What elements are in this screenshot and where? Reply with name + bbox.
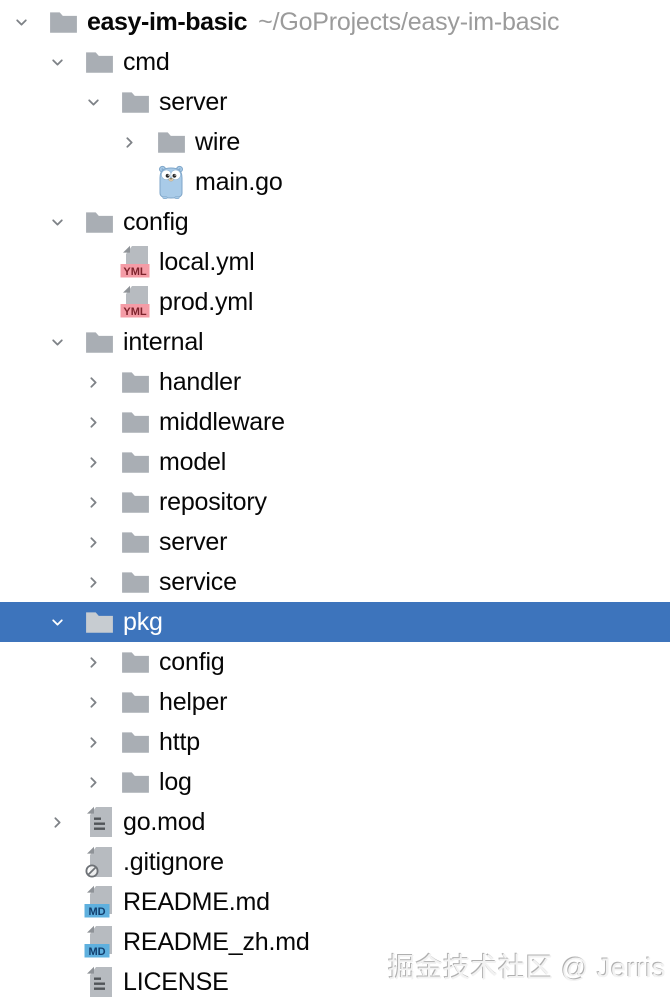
tree-row-label: config: [159, 647, 225, 676]
tree-row-wire[interactable]: wire: [0, 122, 670, 162]
markdown-file-icon: MD: [84, 925, 114, 959]
chevron-down-icon[interactable]: [50, 55, 84, 70]
folder-icon: [120, 490, 150, 514]
tree-row-label: go.mod: [123, 807, 206, 836]
chevron-right-icon[interactable]: [86, 775, 120, 790]
tree-row-internal[interactable]: internal: [0, 322, 670, 362]
tree-row-label: local.yml: [159, 247, 255, 276]
tree-row-label: cmd: [123, 47, 170, 76]
tree-row-label: README.md: [123, 887, 270, 916]
chevron-right-icon[interactable]: [86, 575, 120, 590]
root-path: ~/GoProjects/easy-im-basic: [258, 7, 560, 36]
folder-icon: [84, 210, 114, 234]
tree-row-label: prod.yml: [159, 287, 254, 316]
tree-row-label: internal: [123, 327, 204, 356]
tree-row-go-mod[interactable]: go.mod: [0, 802, 670, 842]
tree-row-label: .gitignore: [123, 847, 224, 876]
tree-row-config[interactable]: config: [0, 642, 670, 682]
folder-icon: [120, 90, 150, 114]
tree-row-server[interactable]: server: [0, 522, 670, 562]
svg-text:YML: YML: [123, 306, 147, 318]
ignored-file-icon: [84, 845, 114, 879]
tree-row-label: log: [159, 767, 192, 796]
svg-text:MD: MD: [88, 906, 105, 918]
chevron-right-icon[interactable]: [86, 495, 120, 510]
tree-row-label: pkg: [123, 607, 163, 636]
tree-row-label: helper: [159, 687, 228, 716]
tree-row-license[interactable]: LICENSE: [0, 962, 670, 1002]
folder-icon: [120, 650, 150, 674]
tree-row-log[interactable]: log: [0, 762, 670, 802]
tree-row-label: middleware: [159, 407, 285, 436]
tree-row-easy-im-basic[interactable]: easy-im-basic ~/GoProjects/easy-im-basic: [0, 2, 670, 42]
tree-row-gitignore[interactable]: .gitignore: [0, 842, 670, 882]
tree-row-model[interactable]: model: [0, 442, 670, 482]
text-file-icon: [84, 965, 114, 999]
chevron-right-icon[interactable]: [122, 135, 156, 150]
tree-row-label: config: [123, 207, 189, 236]
folder-icon: [84, 610, 114, 634]
tree-row-label: easy-im-basic: [87, 7, 248, 36]
tree-row-readme-md[interactable]: MD README.md: [0, 882, 670, 922]
tree-row-cmd[interactable]: cmd: [0, 42, 670, 82]
folder-icon: [120, 370, 150, 394]
tree-row-main-go[interactable]: main.go: [0, 162, 670, 202]
chevron-down-icon[interactable]: [50, 335, 84, 350]
text-file-icon: [84, 805, 114, 839]
folder-icon: [48, 10, 78, 34]
chevron-right-icon[interactable]: [86, 375, 120, 390]
folder-icon: [84, 330, 114, 354]
tree-row-service[interactable]: service: [0, 562, 670, 602]
tree-row-middleware[interactable]: middleware: [0, 402, 670, 442]
folder-icon: [120, 770, 150, 794]
chevron-right-icon[interactable]: [86, 415, 120, 430]
tree-row-server[interactable]: server: [0, 82, 670, 122]
tree-row-config[interactable]: config: [0, 202, 670, 242]
chevron-right-icon[interactable]: [86, 735, 120, 750]
chevron-right-icon[interactable]: [86, 655, 120, 670]
tree-row-label: handler: [159, 367, 241, 396]
tree-row-handler[interactable]: handler: [0, 362, 670, 402]
markdown-file-icon: MD: [84, 885, 114, 919]
tree-row-label: main.go: [195, 167, 283, 196]
folder-icon: [120, 570, 150, 594]
chevron-down-icon[interactable]: [50, 615, 84, 630]
tree-row-pkg[interactable]: pkg: [0, 602, 670, 642]
svg-text:MD: MD: [88, 946, 105, 958]
folder-icon: [120, 410, 150, 434]
tree-row-helper[interactable]: helper: [0, 682, 670, 722]
chevron-right-icon[interactable]: [86, 455, 120, 470]
yaml-file-icon: YML: [120, 245, 150, 279]
tree-row-http[interactable]: http: [0, 722, 670, 762]
tree-row-prod-yml[interactable]: YML prod.yml: [0, 282, 670, 322]
tree-row-label: wire: [195, 127, 241, 156]
tree-row-local-yml[interactable]: YML local.yml: [0, 242, 670, 282]
yaml-file-icon: YML: [120, 285, 150, 319]
chevron-right-icon[interactable]: [50, 815, 84, 830]
tree-row-label: service: [159, 567, 237, 596]
folder-icon: [120, 450, 150, 474]
chevron-right-icon[interactable]: [86, 695, 120, 710]
chevron-down-icon[interactable]: [50, 215, 84, 230]
tree-row-label: server: [159, 527, 228, 556]
tree-row-label: model: [159, 447, 227, 476]
tree-row-label: README_zh.md: [123, 927, 310, 956]
folder-icon: [120, 690, 150, 714]
chevron-down-icon[interactable]: [14, 15, 48, 30]
tree-row-label: http: [159, 727, 200, 756]
folder-icon: [120, 730, 150, 754]
tree-row-readme-zh-md[interactable]: MD README_zh.md: [0, 922, 670, 962]
tree-row-label: server: [159, 87, 228, 116]
chevron-down-icon[interactable]: [86, 95, 120, 110]
folder-icon: [156, 130, 186, 154]
tree-row-repository[interactable]: repository: [0, 482, 670, 522]
tree-row-label: repository: [159, 487, 267, 516]
go-gopher-icon: [156, 165, 186, 199]
folder-icon: [120, 530, 150, 554]
tree-row-label: LICENSE: [123, 967, 229, 996]
chevron-right-icon[interactable]: [86, 535, 120, 550]
svg-text:YML: YML: [123, 266, 147, 278]
folder-icon: [84, 50, 114, 74]
